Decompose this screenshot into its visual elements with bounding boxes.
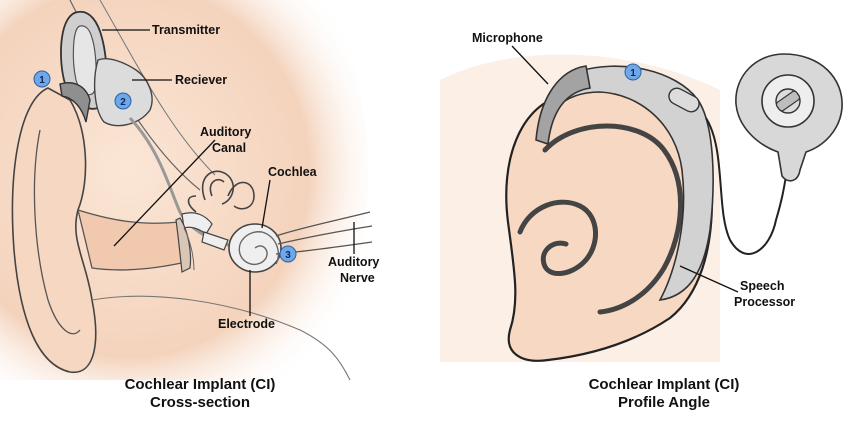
profile-ear-antihelix (517, 199, 598, 276)
label-receiver: Reciever (175, 73, 227, 87)
coil-cable (705, 117, 787, 255)
profile-illustration (440, 53, 843, 363)
label-transmitter: Transmitter (152, 23, 220, 37)
caption-left-line1: Cochlear Implant (CI) (125, 376, 276, 393)
right-leader-lines (511, 45, 739, 293)
svg-text:2: 2 (120, 97, 126, 108)
receiver-device (93, 58, 153, 127)
processor-button (668, 87, 700, 113)
label-speech-processor-1: Speech (740, 279, 784, 293)
ear-hook (59, 82, 91, 123)
label-microphone: Microphone (472, 31, 543, 45)
badge-3-left: 3 (279, 245, 297, 263)
profile-ear-helix (542, 123, 683, 315)
jaw-contour (91, 295, 351, 381)
label-speech-processor-2: Processor (734, 295, 795, 309)
caption-right-line2: Profile Angle (618, 394, 710, 411)
label-auditory-canal-2: Canal (212, 141, 246, 155)
label-cochlea: Cochlea (268, 165, 318, 179)
svg-text:1: 1 (630, 68, 636, 79)
badge-2-left: 2 (114, 92, 132, 110)
label-auditory-nerve-1: Auditory (328, 255, 379, 269)
label-auditory-nerve-2: Nerve (340, 271, 375, 285)
inner-wall (183, 227, 195, 271)
microphone-piece (535, 65, 591, 146)
outer-ear (11, 87, 97, 373)
semicircular-canals (187, 170, 255, 213)
transmitter-coil (735, 53, 843, 182)
caption-left-line2: Cross-section (150, 394, 250, 411)
badge-1-right: 1 (624, 63, 642, 81)
svg-text:3: 3 (285, 250, 291, 261)
transmitter-inner (72, 25, 97, 96)
badge-1-left: 1 (33, 70, 51, 88)
middle-ear-bones (181, 212, 229, 251)
label-electrode: Electrode (218, 317, 275, 331)
label-auditory-canal-1: Auditory (200, 125, 251, 139)
left-leader-lines (102, 29, 355, 316)
svg-text:1: 1 (39, 75, 45, 86)
cross-section-illustration (0, 0, 373, 381)
caption-right-line1: Cochlear Implant (CI) (589, 376, 740, 393)
ear-inner-fold (33, 129, 81, 335)
cochlea-shape (228, 223, 282, 273)
skull-contour-2 (99, 0, 216, 176)
